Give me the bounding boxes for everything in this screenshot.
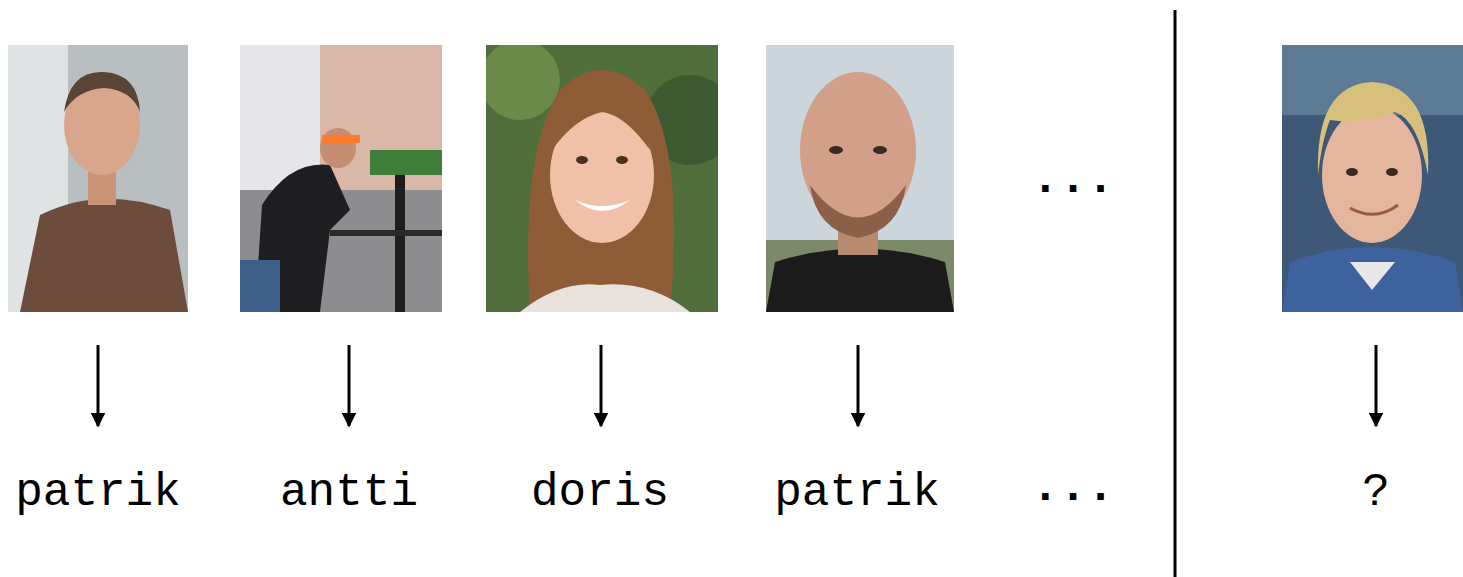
down-arrow [1375, 345, 1378, 426]
photo [240, 45, 442, 312]
photo [486, 45, 718, 312]
photo [8, 45, 188, 312]
ellipsis-label: ... [1032, 157, 1115, 203]
photo [1282, 45, 1463, 312]
down-arrow [600, 345, 603, 426]
down-arrow [97, 345, 100, 426]
name-label: antti [280, 470, 418, 516]
down-arrow [857, 345, 860, 426]
name-label: doris [531, 470, 669, 516]
name-label: patrik [774, 470, 940, 516]
down-arrow [348, 345, 351, 426]
name-label: ? [1362, 470, 1390, 516]
divider-line [1174, 10, 1177, 577]
ellipsis-label: ... [1032, 465, 1115, 511]
name-label: patrik [15, 470, 181, 516]
photo [766, 45, 954, 312]
